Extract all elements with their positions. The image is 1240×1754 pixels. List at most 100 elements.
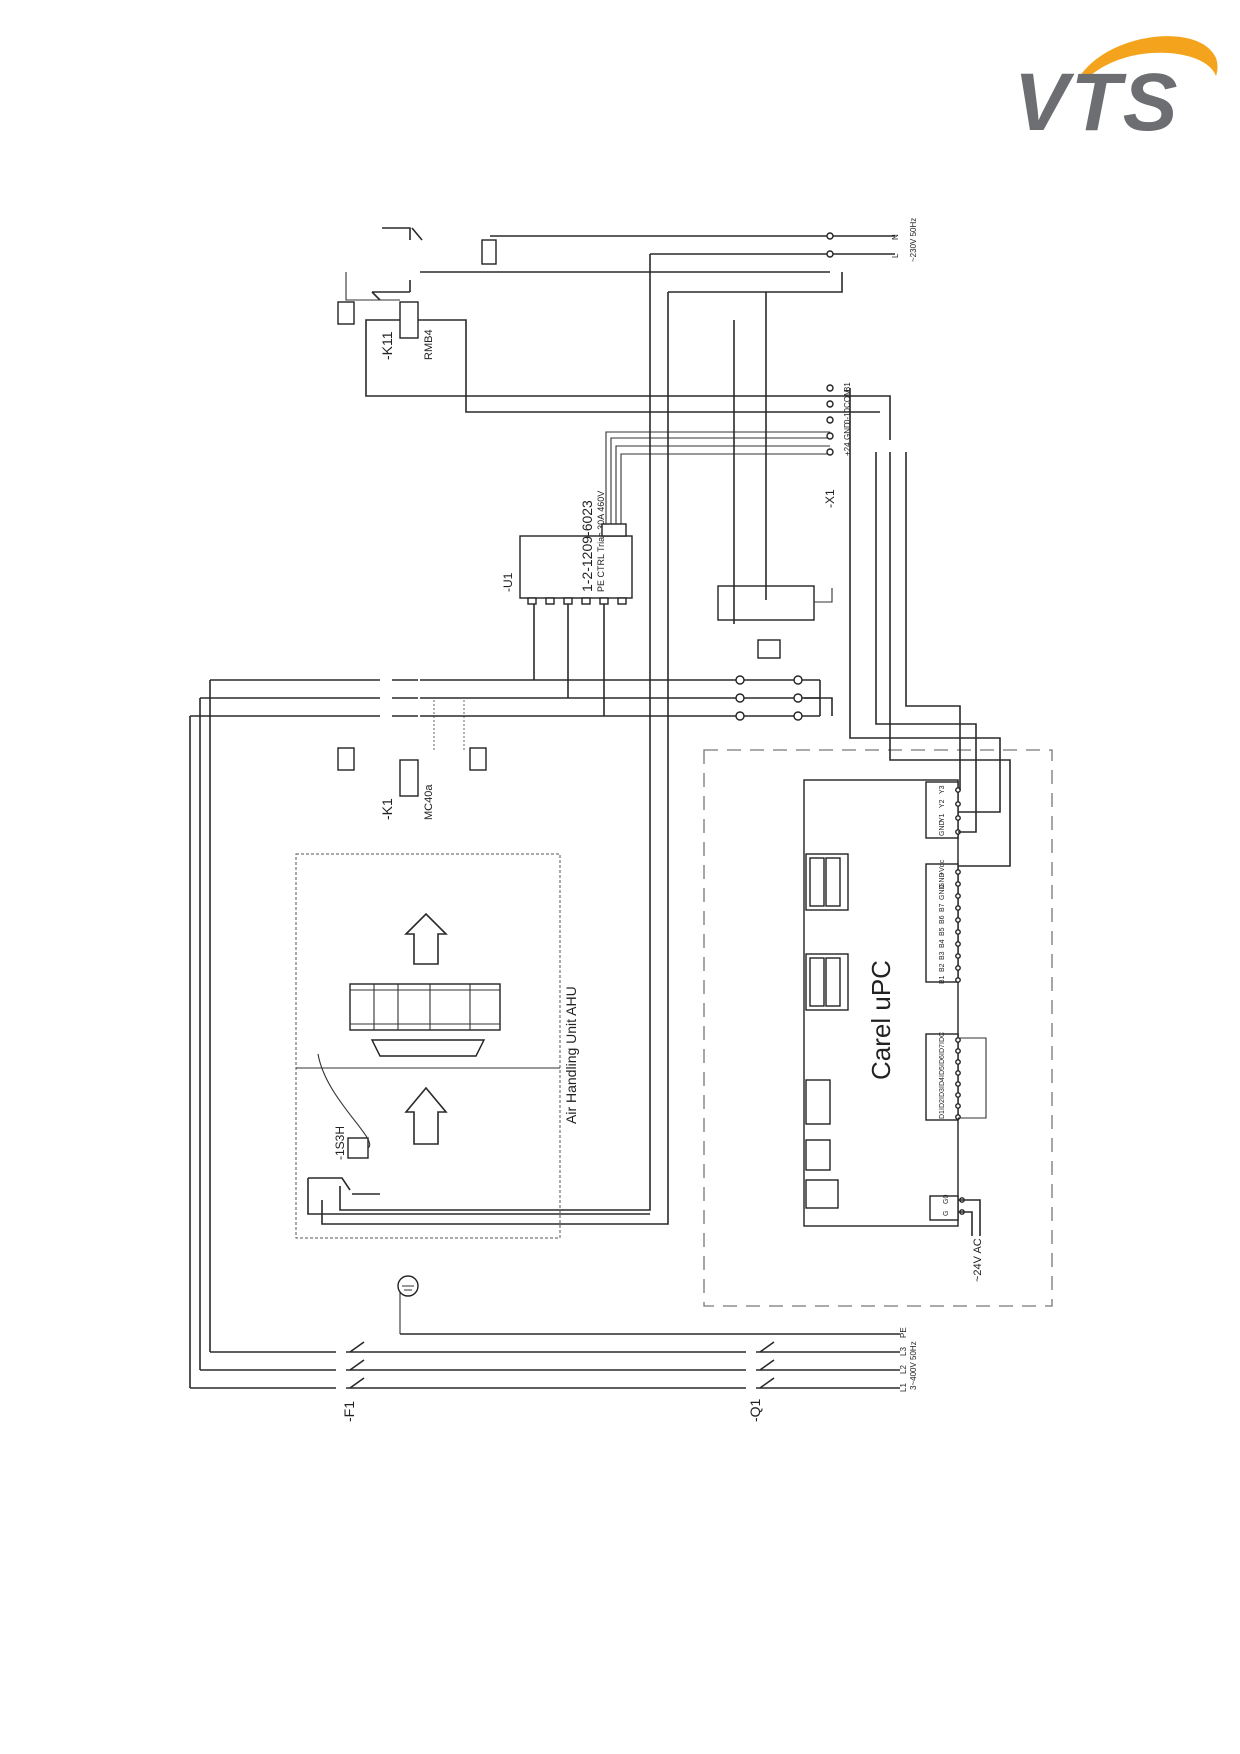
terminal-x1-tag: -X1: [823, 489, 837, 508]
switch-pole: [759, 1377, 775, 1389]
analog-input-label: B7: [939, 903, 946, 912]
triac-pin: [527, 597, 537, 605]
x1-terminal: [826, 400, 834, 408]
power-label: G: [943, 1211, 950, 1216]
digital-input-label: ID1: [939, 1110, 946, 1121]
analog-output-label: GND: [939, 820, 946, 836]
triac-pin: [563, 597, 573, 605]
analog-input-terminal: [955, 965, 961, 971]
air-handling-unit: Air Handling Unit AHU -1S3H: [295, 853, 650, 1239]
supply-terminal: [826, 250, 834, 258]
analog-output-label: Y2: [939, 799, 946, 808]
controller-enclosure: [703, 749, 1053, 1307]
digital-input-terminal: [955, 1092, 961, 1098]
digital-input-terminal: [955, 1103, 961, 1109]
triac-tag: -U1: [501, 572, 515, 592]
triac-pin: [617, 597, 627, 605]
contactor-tag: -K1: [379, 798, 395, 820]
triac-controller: 1-2-1209-6023 PE CTRL Triac 30A 460V -U1: [501, 491, 633, 605]
fuse-pole: [349, 1359, 365, 1371]
analog-input-terminal: [955, 881, 961, 887]
switch-pole-gap: [746, 1385, 756, 1391]
x1-terminal-label: +24: [843, 442, 852, 456]
x1-terminal: [826, 416, 834, 424]
analog-input-label: GND: [939, 884, 946, 900]
relay-model: RMB4: [423, 329, 435, 360]
digital-input-label: ID3: [939, 1088, 946, 1099]
logo-arc: [1080, 36, 1218, 76]
airflow-arrow-upper: [404, 912, 448, 965]
digital-input-terminal: [955, 1070, 961, 1076]
analog-input-terminal: [955, 905, 961, 911]
x1-terminal: [826, 432, 834, 440]
x1-terminal-label: B1: [843, 382, 852, 392]
analog-input-label: B6: [939, 915, 946, 924]
digital-output-block-1: [805, 853, 849, 911]
vts-logo: VTS: [1014, 36, 1218, 138]
digital-input-label: ID7: [939, 1044, 946, 1055]
controller-power-block: G0G: [929, 1195, 965, 1221]
analog-input-label: B2: [939, 963, 946, 972]
control-supply-lines: ~230V 50Hz NL: [321, 218, 918, 1225]
phase-label: PE: [899, 1327, 908, 1338]
airflow-arrow-lower: [404, 1086, 448, 1145]
main-switch-tag: -Q1: [747, 1398, 763, 1422]
fuse-pole: [349, 1341, 365, 1353]
triac-pin: [599, 597, 609, 605]
controller-name: Carel uPC: [866, 960, 896, 1080]
phase-label: L2: [899, 1365, 908, 1374]
connector-block-1: [805, 1079, 839, 1209]
analog-input-label: B3: [939, 951, 946, 960]
fuse-pole: [349, 1377, 365, 1389]
phase-label: L3: [899, 1347, 908, 1356]
switch-pole-gap: [746, 1367, 756, 1373]
fuse-pole-gap: [336, 1349, 346, 1355]
analog-input-terminal: [955, 977, 961, 983]
triac-pin: [545, 597, 555, 605]
contactor-k1: -K1 MC40a: [337, 679, 487, 820]
digital-input-label: ID4: [939, 1077, 946, 1088]
analog-output-terminal: [955, 801, 961, 807]
pressure-switch-tag: -1S3H: [333, 1126, 347, 1160]
analog-input-terminal: [955, 917, 961, 923]
power-label: G0: [943, 1195, 950, 1204]
digital-output-block-2: [805, 953, 849, 1011]
supply-voltage-label: ~24V AC: [972, 1238, 984, 1282]
analog-input-terminal: [955, 929, 961, 935]
analog-input-label: GND: [939, 872, 946, 888]
relay-k11: -K11 RMB4: [337, 227, 891, 440]
analog-input-label: +Vdc: [939, 859, 946, 876]
power-circuit: [190, 604, 833, 721]
digital-input-label: ID5: [939, 1066, 946, 1077]
fan-icon: [349, 983, 501, 1057]
relay-tag: -K11: [379, 331, 395, 360]
digital-input-jumper: [958, 1037, 987, 1119]
x1-terminal-label: 0-10: [843, 407, 852, 424]
analog-input-label: B5: [939, 927, 946, 936]
digital-input-terminal: [955, 1059, 961, 1065]
digital-input-label: ID6: [939, 1055, 946, 1066]
analog-input-terminal: [955, 893, 961, 899]
analog-input-label: B1: [939, 975, 946, 984]
x1-terminal-label: COM: [843, 389, 852, 408]
supply-terminal: [826, 232, 834, 240]
fuse-tag: -F1: [341, 1401, 357, 1422]
analog-input-terminal: [955, 953, 961, 959]
triac-control-wires: [605, 431, 830, 524]
thermal-protection-5t: [717, 292, 833, 659]
x1-terminal: [826, 448, 834, 456]
digital-input-terminal: [955, 1048, 961, 1054]
triac-line2: PE CTRL Triac 30A 460V: [596, 491, 606, 592]
analog-input-terminal: [955, 869, 961, 875]
analog-input-terminal: [955, 941, 961, 947]
triac-pin: [581, 597, 591, 605]
phase-label: L1: [899, 1383, 908, 1392]
control-supply-label: ~230V 50Hz: [909, 218, 918, 262]
analog-input-label: B4: [939, 939, 946, 948]
fuse-pole-gap: [336, 1367, 346, 1373]
